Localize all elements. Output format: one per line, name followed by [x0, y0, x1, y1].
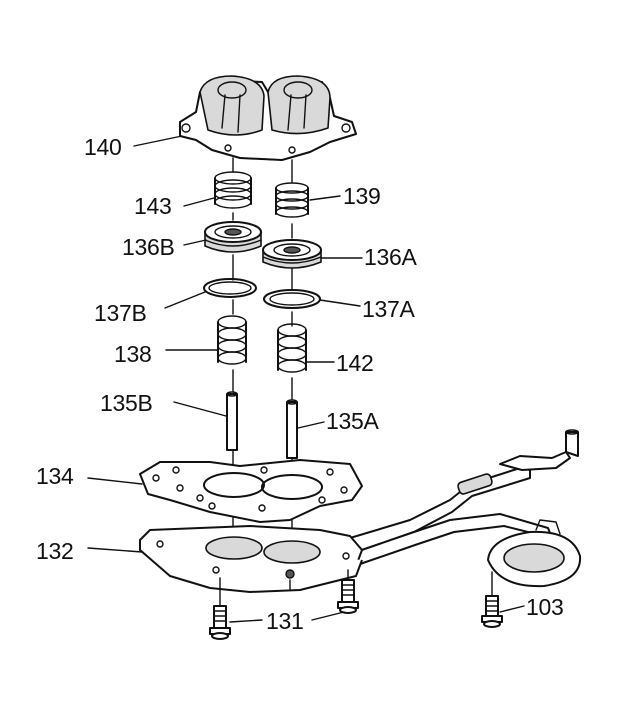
pin-135a: [286, 399, 298, 459]
label-136b: 136B: [122, 234, 175, 260]
label-136a: 136A: [364, 244, 417, 270]
spring-143: [214, 171, 252, 209]
label-143: 143: [134, 193, 172, 219]
spring-142: [277, 323, 307, 373]
label-132: 132: [36, 538, 74, 564]
accumulator-housing-132: [139, 429, 582, 593]
seal-137b: [203, 278, 257, 298]
label-131: 131: [266, 608, 304, 634]
accumulator-cover-140: [179, 75, 357, 161]
label-137b: 137B: [94, 300, 147, 326]
label-135b: 135B: [100, 390, 153, 416]
bolt-103: [481, 571, 503, 628]
label-134: 134: [36, 463, 74, 489]
spring-139: [275, 182, 309, 218]
label-142: 142: [336, 350, 374, 376]
seal-137a: [263, 289, 321, 309]
piston-136a: [262, 239, 322, 269]
gasket-134: [139, 459, 363, 523]
spring-138: [217, 315, 247, 365]
label-140: 140: [84, 134, 122, 160]
piston-136b: [204, 221, 262, 253]
bolts-131: [209, 569, 359, 640]
label-103: 103: [526, 594, 564, 620]
label-137a: 137A: [362, 296, 415, 322]
label-135a: 135A: [326, 408, 379, 434]
label-139: 139: [343, 183, 381, 209]
label-138: 138: [114, 341, 152, 367]
leader-lines: [87, 135, 525, 623]
pin-135b: [226, 391, 238, 451]
